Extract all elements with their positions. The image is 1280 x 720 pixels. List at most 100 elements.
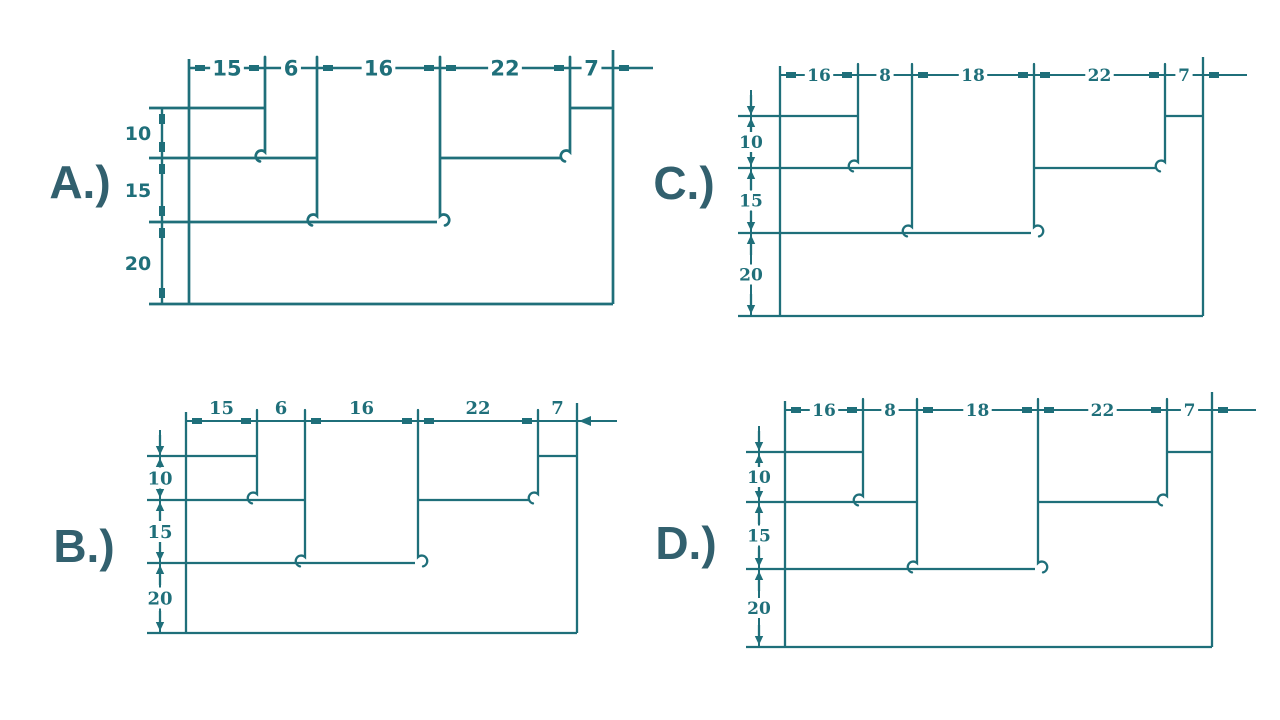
- side-dim-label: 15: [747, 527, 771, 547]
- tick-square: [1044, 407, 1054, 413]
- top-dim-label: 18: [966, 401, 990, 421]
- label-mask: [876, 65, 894, 85]
- top-dim-label: 22: [465, 398, 490, 419]
- extension-line-hook: [527, 408, 540, 505]
- extension-line-hook: [1032, 62, 1045, 238]
- tick-square: [522, 418, 532, 424]
- tick-square: [1149, 72, 1159, 78]
- chain-arrow-down: [754, 442, 764, 451]
- chain-arrow-down: [754, 636, 764, 645]
- label-mask: [736, 132, 766, 152]
- tick-square: [311, 418, 321, 424]
- chain-arrow-down: [746, 106, 756, 115]
- side-dim-label: 15: [739, 192, 763, 212]
- extension-line-hook: [306, 55, 319, 227]
- tick-square: [923, 407, 933, 413]
- chain-arrow-down: [155, 622, 165, 631]
- chain-arrow-up: [155, 502, 165, 511]
- option-b-label: B.): [53, 520, 114, 572]
- top-dim-label: 8: [879, 66, 891, 86]
- chain-arrow-up: [746, 118, 756, 127]
- tick-square: [159, 206, 165, 216]
- side-dim-label: 20: [125, 253, 151, 275]
- label-mask: [1085, 65, 1114, 85]
- label-mask: [210, 56, 244, 80]
- top-dim-label: 7: [1184, 401, 1196, 421]
- side-dim-label: 20: [747, 599, 771, 619]
- tick-square: [159, 228, 165, 238]
- top-dim-label: 22: [1091, 401, 1115, 421]
- extension-line-hook: [847, 62, 860, 173]
- extension-line-hook: [416, 408, 429, 568]
- label-mask: [881, 400, 899, 420]
- tick-square: [1018, 72, 1028, 78]
- tick-square: [1022, 407, 1032, 413]
- label-mask: [1088, 400, 1117, 420]
- top-dim-label: 16: [349, 398, 374, 419]
- tick-square: [402, 418, 412, 424]
- tick-square: [241, 418, 251, 424]
- tick-square: [918, 72, 928, 78]
- chain-arrow-down: [155, 489, 165, 498]
- side-dim-label: 20: [147, 588, 172, 609]
- top-dim-label: 8: [884, 401, 896, 421]
- extension-line-hook: [254, 55, 267, 163]
- tick-square: [786, 72, 796, 78]
- option-c-label: C.): [653, 157, 714, 209]
- tick-square: [159, 288, 165, 298]
- label-mask: [958, 65, 988, 85]
- tick-square: [619, 65, 629, 71]
- tick-square: [842, 72, 852, 78]
- label-mask: [581, 56, 602, 80]
- chain-arrow-down: [746, 157, 756, 166]
- chain-arrow-up: [746, 170, 756, 179]
- chain-arrow-up: [754, 571, 764, 580]
- tick-square: [424, 65, 434, 71]
- label-mask: [145, 467, 175, 489]
- label-mask: [736, 264, 766, 285]
- side-dim-label: 10: [125, 123, 151, 145]
- tick-square: [446, 65, 456, 71]
- chain-arrow-down: [754, 558, 764, 567]
- extension-line-hook: [559, 55, 572, 163]
- dim-arrow-left: [579, 416, 591, 426]
- tick-square: [791, 407, 801, 413]
- side-dim-label: 10: [747, 468, 771, 488]
- tick-square: [159, 164, 165, 174]
- chain-arrow-down: [155, 446, 165, 455]
- chain-arrow-up: [754, 504, 764, 513]
- label-mask: [488, 56, 522, 80]
- side-dim-label: 20: [739, 266, 763, 286]
- tick-square: [1218, 407, 1228, 413]
- side-dim-label: 10: [739, 133, 763, 153]
- chain-arrow-up: [754, 454, 764, 463]
- extension-line-hook: [906, 397, 919, 574]
- label-mask: [804, 65, 834, 85]
- top-dim-label: 18: [961, 66, 985, 86]
- chain-arrow-down: [155, 552, 165, 561]
- chain-arrow-down: [746, 222, 756, 231]
- top-dim-label: 22: [1088, 66, 1112, 86]
- tick-square: [1040, 72, 1050, 78]
- label-mask: [1175, 65, 1193, 85]
- tick-square: [554, 65, 564, 71]
- chain-arrow-up: [746, 235, 756, 244]
- tick-square: [1209, 72, 1219, 78]
- tick-square: [192, 418, 202, 424]
- label-mask: [361, 56, 396, 80]
- tick-square: [159, 114, 165, 124]
- label-mask: [736, 190, 766, 211]
- top-dim-label: 22: [490, 57, 519, 81]
- side-dim-label: 15: [147, 522, 172, 543]
- top-dim-label: 16: [812, 401, 836, 421]
- side-dim-label: 15: [125, 180, 151, 202]
- label-mask: [744, 598, 774, 618]
- chain-arrow-down: [754, 491, 764, 500]
- tick-square: [195, 65, 205, 71]
- tick-square: [847, 407, 857, 413]
